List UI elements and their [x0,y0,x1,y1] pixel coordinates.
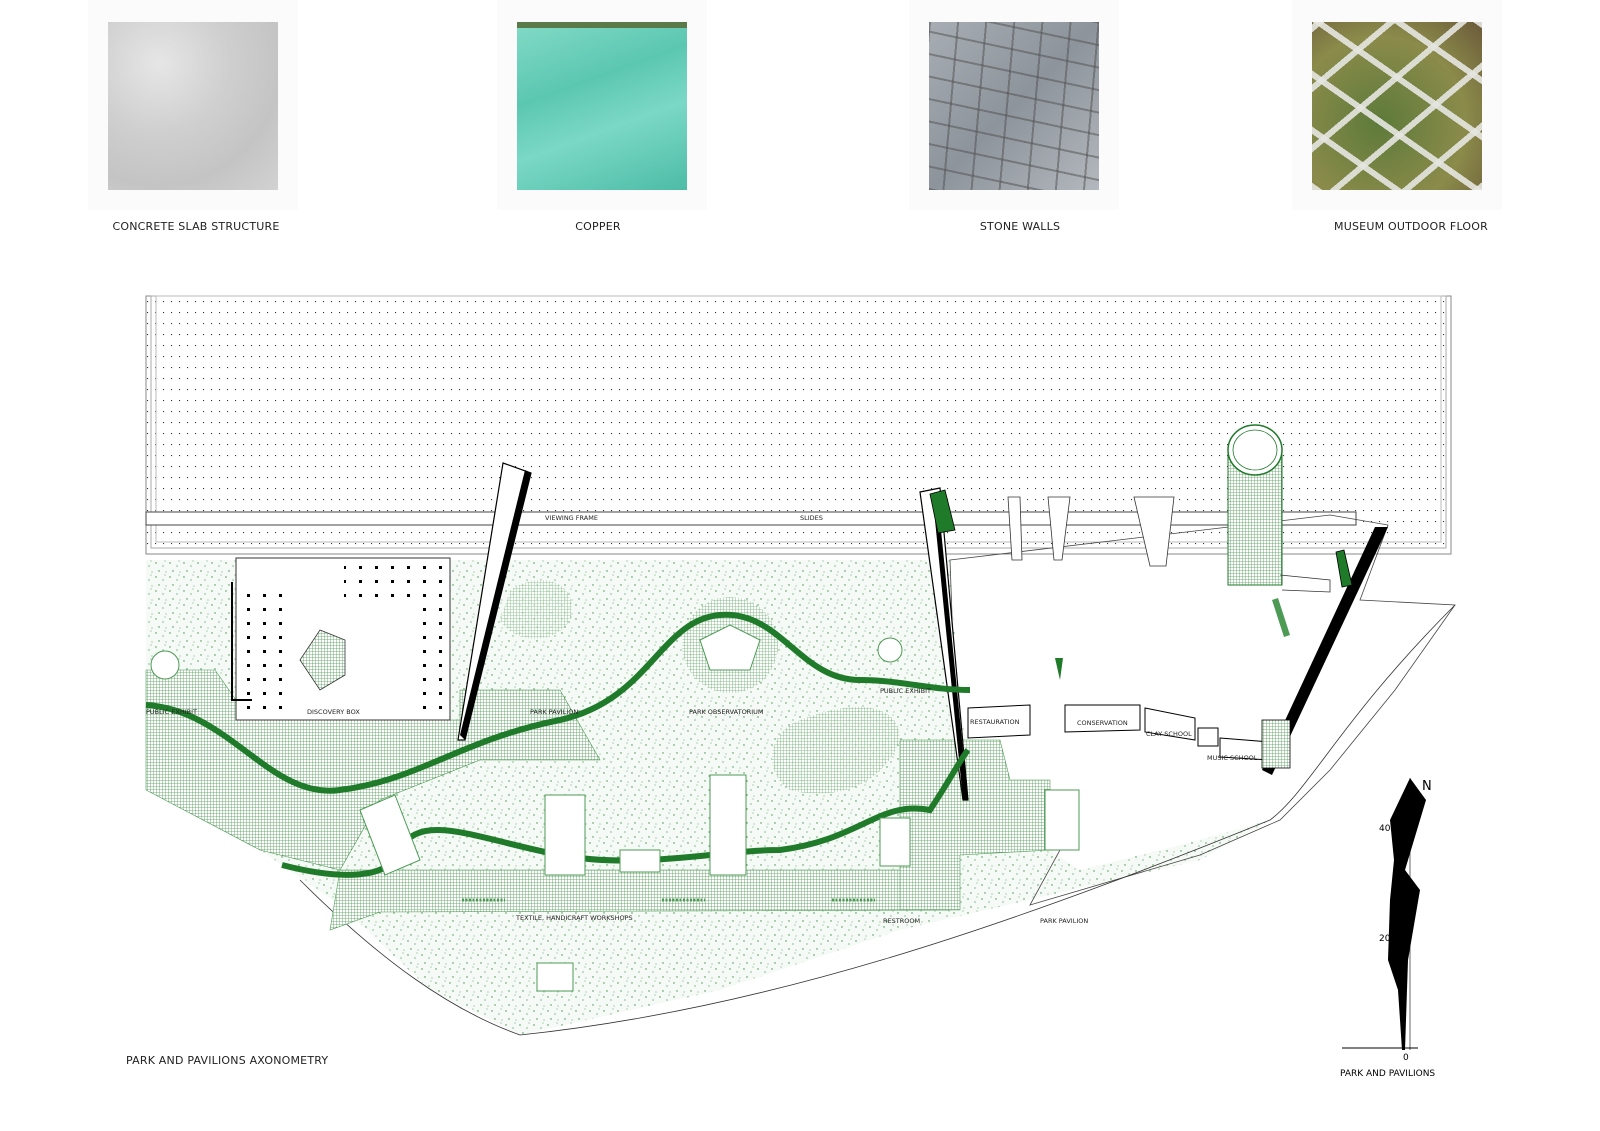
material-label-floor: MUSEUM OUTDOOR FLOOR [1334,220,1488,233]
viewing-wedge-left-shadow [460,470,531,740]
garden-photo-image [1312,22,1482,190]
label-conservation: CONSERVATION [1077,719,1128,727]
label-discovery-box: DISCOVERY BOX [307,708,360,716]
plaza-pillars [1007,496,1175,567]
hatched-blob-1 [771,706,900,794]
material-label-concrete: CONCRETE SLAB STRUCTURE [112,220,280,233]
label-restroom: RESTROOM [883,917,920,925]
stone-swatch [909,0,1119,210]
label-park-pavilion-bottom: PARK PAVILION [1040,917,1088,925]
scale-tick-40: 40 [1379,824,1391,834]
copper-texture-image [517,22,687,190]
label-textile-workshops: TEXTILE, HANDICRAFT WORKSHOPS [515,914,633,922]
green-path-upper [145,611,971,794]
green-marker-2 [1272,598,1290,637]
stone-texture-image [929,22,1099,190]
workshop-pavilions [359,774,1080,992]
plan-labels: VIEWING FRAME SLIDES PUBLIC EXHIBIT DISC… [146,514,1258,925]
stair-block [1261,719,1291,769]
material-label-copper: COPPER [575,220,621,233]
cylinder-tower [1227,424,1331,593]
southern-boundary-curve [299,604,1456,1036]
scale-tick-20: 20 [1379,934,1391,944]
drawing-caption: PARK AND PAVILIONS AXONOMETRY [126,1054,329,1067]
label-public-exhibit-right: PUBLIC EXHIBIT [880,687,931,695]
copper-swatch [497,0,707,210]
label-clay-school: CLAY SCHOOL [1146,730,1192,738]
viewing-wedge-right-shadow [935,520,968,800]
scale-tick-0: 0 [1403,1053,1409,1063]
label-public-exhibit-left: PUBLIC EXHIBIT [146,708,197,716]
north-arrow-scale: N 40 20 0 PARK AND PAVILIONS [1340,778,1435,1079]
material-label-stone: STONE WALLS [979,220,1061,233]
concrete-swatch [88,0,298,210]
slide-wall-east [1262,527,1388,775]
hatched-walkway-bottom [329,869,951,931]
scale-caption: PARK AND PAVILIONS [1340,1069,1435,1079]
label-slides: SLIDES [800,514,823,522]
label-viewing-frame: VIEWING FRAME [545,514,598,522]
label-park-pavilion-center: PARK PAVILION [530,708,578,716]
concrete-texture-image [108,22,278,190]
school-pavilions [967,704,1271,761]
striped-column-1 [929,489,956,534]
hatched-blob-2 [500,580,572,639]
green-marker-1 [1055,658,1063,680]
round-pavilions [150,624,911,867]
north-label: N [1422,779,1432,794]
discovery-box-building [231,557,451,721]
label-park-observatorium: PARK OBSERVATORIUM [689,708,764,716]
promenade-wall [145,511,1357,526]
garden-swatch [1292,0,1502,210]
striped-column-2 [1335,549,1353,588]
label-music-school: MUSIC SCHOOL [1207,754,1258,762]
label-restauration: RESTAURATION [970,718,1020,726]
